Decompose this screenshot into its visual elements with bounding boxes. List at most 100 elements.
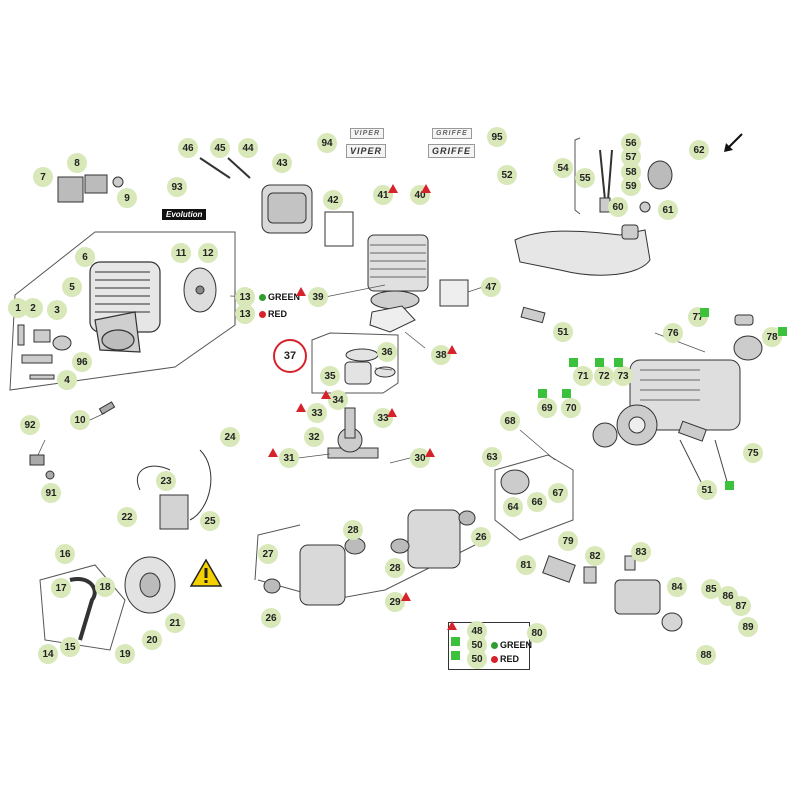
fan-wheel-part xyxy=(124,556,176,614)
callout-67: 67 xyxy=(548,483,568,503)
callout-42: 42 xyxy=(323,190,343,210)
evolution-label: Evolution xyxy=(162,209,207,220)
callout-27: 27 xyxy=(258,544,278,564)
green-variant-label: GREEN xyxy=(257,292,300,302)
callout-79: 79 xyxy=(558,531,578,551)
brand-95-top-label: GRIFFE xyxy=(432,128,472,139)
callout-60: 60 xyxy=(608,197,628,217)
red-triangle-marker xyxy=(421,184,431,193)
red-triangle-marker xyxy=(447,621,457,630)
callout-21: 21 xyxy=(165,613,185,633)
callout-7: 7 xyxy=(33,167,53,187)
callout-89: 89 xyxy=(738,617,758,637)
brand-95-label: GRIFFE xyxy=(428,144,475,158)
piston-group-frame xyxy=(311,332,399,394)
green-square-marker xyxy=(778,327,787,336)
green-dot-icon xyxy=(491,642,498,650)
callout-69: 69 xyxy=(537,398,557,418)
callout-31: 31 xyxy=(279,448,299,468)
callout-44: 44 xyxy=(238,138,258,158)
callout-22: 22 xyxy=(117,507,137,527)
callout-29: 29 xyxy=(385,592,405,612)
callout-72: 72 xyxy=(594,366,614,386)
red-triangle-marker xyxy=(447,345,457,354)
callout-32: 32 xyxy=(304,427,324,447)
callout-15: 15 xyxy=(60,637,80,657)
red-triangle-marker xyxy=(425,448,435,457)
handle-group-frame xyxy=(39,564,126,651)
red-triangle-marker xyxy=(296,403,306,412)
callout-85: 85 xyxy=(701,579,721,599)
starter-cover-frame xyxy=(494,454,574,541)
callout-43: 43 xyxy=(272,153,292,173)
warning-triangle-icon xyxy=(189,558,223,587)
legend-green-label: GREEN xyxy=(489,640,532,650)
callout-13: 13 xyxy=(235,287,255,307)
callout-62: 62 xyxy=(689,140,709,160)
cylinder-part xyxy=(367,234,429,310)
green-square-marker xyxy=(614,358,623,367)
callout-91: 91 xyxy=(41,483,61,503)
callout-10: 10 xyxy=(70,410,90,430)
callout-83: 83 xyxy=(631,542,651,562)
green-square-marker xyxy=(451,651,460,660)
callout-4: 4 xyxy=(57,370,77,390)
callout-35: 35 xyxy=(320,366,340,386)
callout-26: 26 xyxy=(261,608,281,628)
callout-68: 68 xyxy=(500,411,520,431)
callout-36: 36 xyxy=(377,342,397,362)
callout-28: 28 xyxy=(385,558,405,578)
callout-9: 9 xyxy=(117,188,137,208)
callout-73: 73 xyxy=(613,366,633,386)
callout-94: 94 xyxy=(317,133,337,153)
red-triangle-marker xyxy=(321,390,331,399)
callout-8: 8 xyxy=(67,153,87,173)
callout-59: 59 xyxy=(621,176,641,196)
callout-46: 46 xyxy=(178,138,198,158)
callout-20: 20 xyxy=(142,630,162,650)
ignition-coil-part xyxy=(136,449,212,530)
red-dot-icon xyxy=(491,656,498,664)
red-variant-label: RED xyxy=(257,309,287,319)
callout-54: 54 xyxy=(553,158,573,178)
callout-50: 50 xyxy=(467,649,487,669)
callout-81: 81 xyxy=(516,555,536,575)
callout-82: 82 xyxy=(585,546,605,566)
callout-71: 71 xyxy=(573,366,593,386)
callout-78: 78 xyxy=(762,327,782,347)
red-triangle-marker xyxy=(387,408,397,417)
callout-92: 92 xyxy=(20,415,40,435)
crankshaft-part xyxy=(327,407,379,459)
callout-84: 84 xyxy=(667,577,687,597)
callout-88: 88 xyxy=(696,645,716,665)
callout-76: 76 xyxy=(663,323,683,343)
green-square-marker xyxy=(451,637,460,646)
green-square-marker xyxy=(538,389,547,398)
callout-19: 19 xyxy=(115,644,135,664)
callout-80: 80 xyxy=(527,623,547,643)
callout-45: 45 xyxy=(210,138,230,158)
callout-52: 52 xyxy=(497,165,517,185)
callout-28: 28 xyxy=(343,520,363,540)
callout-24: 24 xyxy=(220,427,240,447)
fuel-tank-part xyxy=(514,224,651,276)
green-square-marker xyxy=(725,481,734,490)
callout-87: 87 xyxy=(731,596,751,616)
callout-3: 3 xyxy=(47,300,67,320)
callout-16: 16 xyxy=(55,544,75,564)
engine-body-part xyxy=(89,261,161,353)
crankcase-part xyxy=(263,509,476,606)
callout-64: 64 xyxy=(503,497,523,517)
callout-61: 61 xyxy=(658,200,678,220)
green-square-marker xyxy=(595,358,604,367)
callout-37-highlighted: 37 xyxy=(273,339,307,373)
callout-6: 6 xyxy=(75,247,95,267)
callout-63: 63 xyxy=(482,447,502,467)
callout-51: 51 xyxy=(553,322,573,342)
callout-26: 26 xyxy=(471,527,491,547)
callout-38: 38 xyxy=(431,345,451,365)
callout-70: 70 xyxy=(561,398,581,418)
red-dot-icon xyxy=(259,311,266,319)
